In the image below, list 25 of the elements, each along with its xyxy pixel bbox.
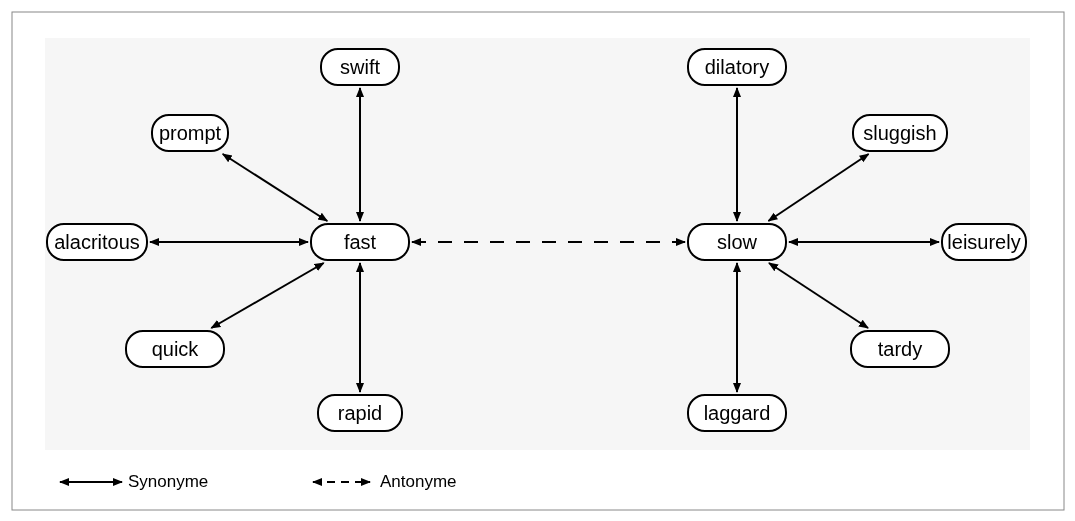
legend-label: Synonyme bbox=[128, 472, 209, 492]
dashed-double-arrow bbox=[411, 238, 686, 246]
word-box: laggard bbox=[687, 394, 787, 432]
double-arrow bbox=[767, 153, 870, 222]
double-arrow bbox=[788, 238, 940, 246]
word-box: fast bbox=[310, 223, 410, 261]
double-arrow bbox=[356, 262, 364, 393]
double-arrow bbox=[149, 238, 309, 246]
word-box: alacritous bbox=[46, 223, 148, 261]
word-box: leisurely bbox=[941, 223, 1027, 261]
word-box: sluggish bbox=[852, 114, 948, 152]
word-box: quick bbox=[125, 330, 225, 368]
double-arrow bbox=[221, 153, 329, 222]
word-box: swift bbox=[320, 48, 400, 86]
word-box: dilatory bbox=[687, 48, 787, 86]
double-arrow bbox=[733, 262, 741, 393]
word-box: tardy bbox=[850, 330, 950, 368]
double-arrow bbox=[733, 87, 741, 222]
double-arrow bbox=[356, 87, 364, 222]
word-box: prompt bbox=[151, 114, 229, 152]
word-box: rapid bbox=[317, 394, 403, 432]
double-arrow bbox=[210, 262, 325, 329]
double-arrow bbox=[768, 262, 869, 329]
legend-label: Antonyme bbox=[380, 472, 457, 492]
word-box: slow bbox=[687, 223, 787, 261]
